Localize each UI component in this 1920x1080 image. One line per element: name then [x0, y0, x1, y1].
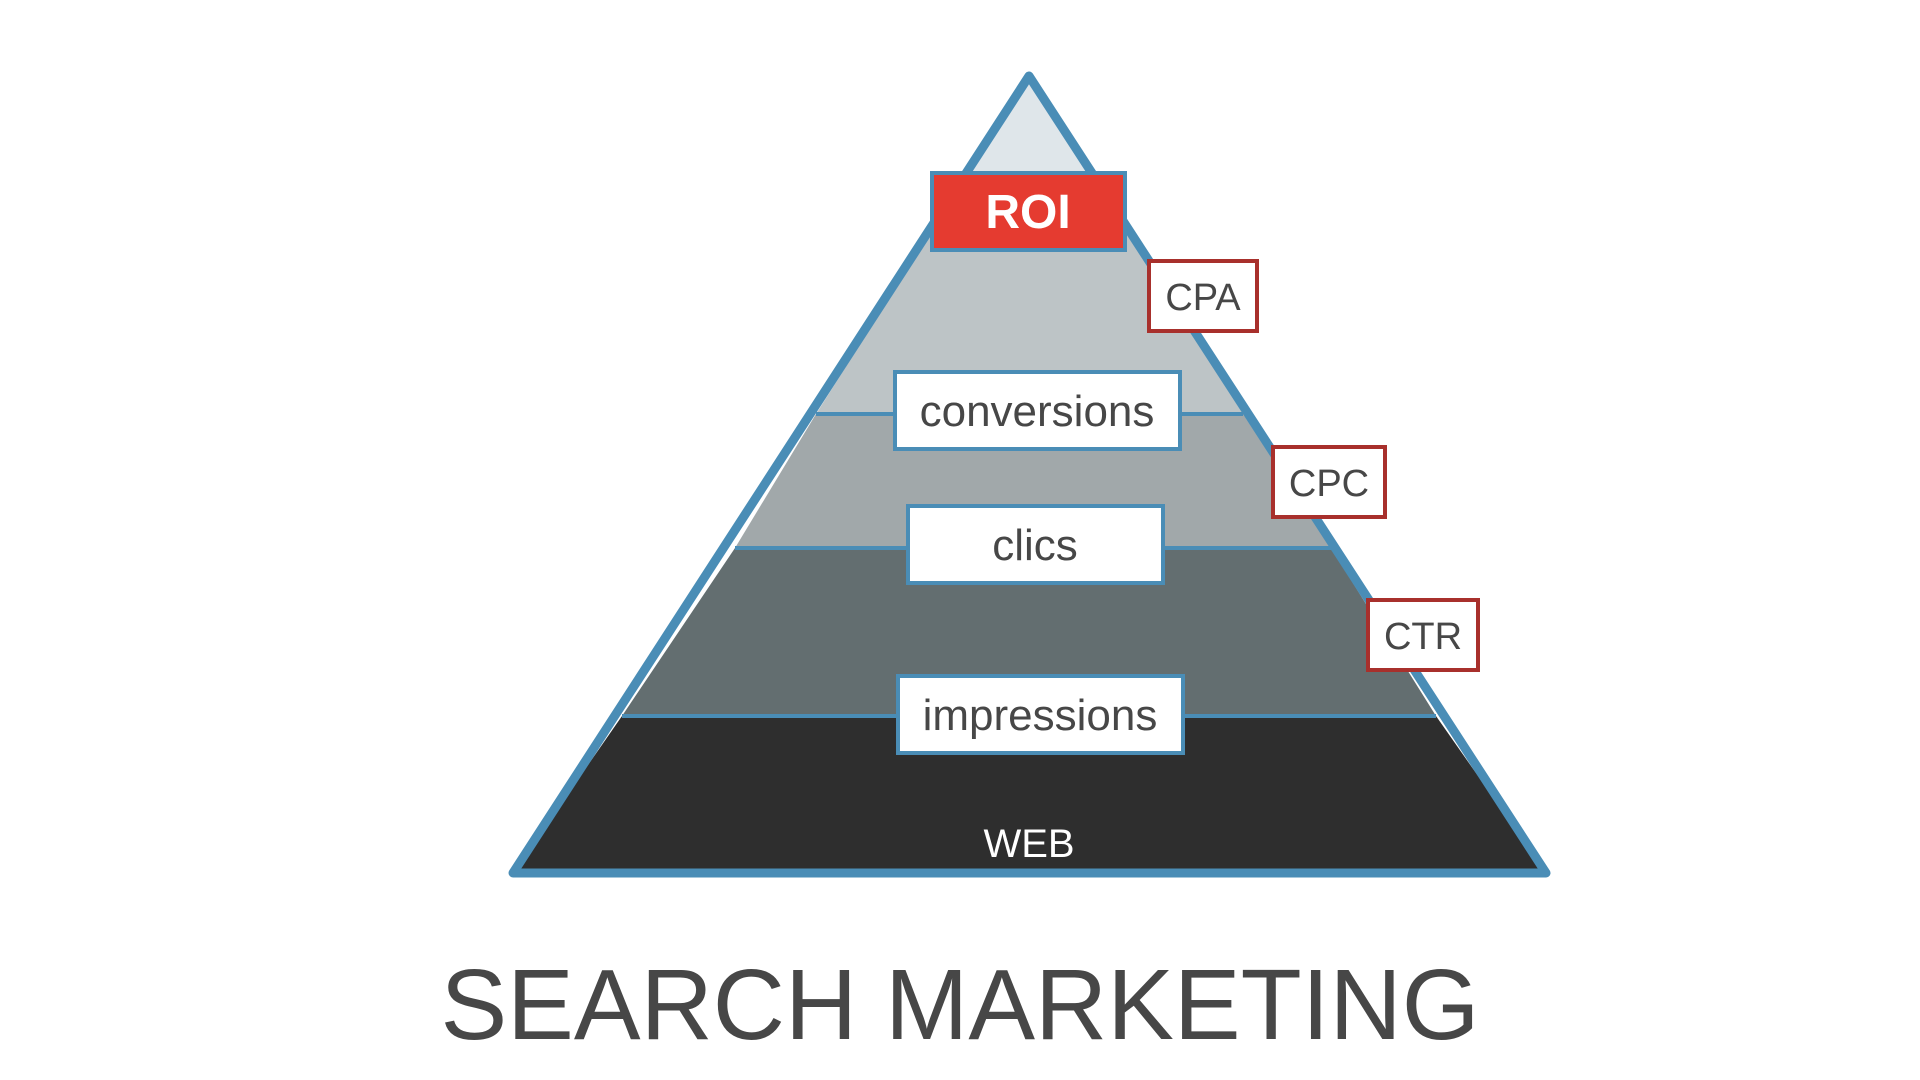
pyramid-apex — [970, 76, 1088, 171]
level-label-impressions: impressions — [923, 691, 1158, 740]
level-box-clics — [906, 504, 1165, 585]
pyramid-tier-conversions — [816, 171, 1243, 414]
ratio-label-cpc: CPC — [1289, 463, 1369, 505]
ratio-box-cpc — [1271, 445, 1387, 519]
level-box-conversions — [893, 370, 1182, 451]
level-label-conversions: conversions — [920, 387, 1155, 436]
roi-box — [930, 171, 1127, 252]
ratio-label-ctr: CTR — [1384, 616, 1462, 658]
level-box-impressions — [896, 674, 1185, 755]
base-label-web: WEB — [983, 822, 1074, 866]
roi-label: ROI — [985, 186, 1070, 239]
ratio-box-cpa — [1147, 259, 1259, 333]
pyramid-tier-impressions — [622, 548, 1436, 716]
level-label-clics: clics — [992, 521, 1078, 570]
pyramid-base-web — [513, 716, 1546, 873]
ratio-box-ctr — [1366, 598, 1480, 672]
ratio-label-cpa: CPA — [1165, 277, 1241, 319]
page-title: SEARCH MARKETING — [440, 949, 1480, 1061]
